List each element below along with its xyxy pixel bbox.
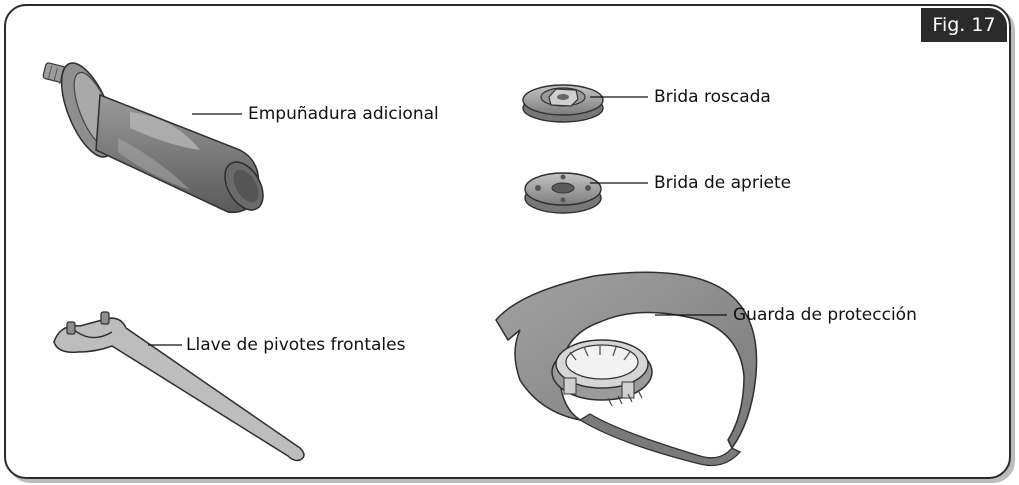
callout-clamping-flange: Brida de apriete <box>654 173 792 193</box>
figure-number-tab: Fig. 17 <box>921 8 1007 42</box>
protection-guard-drawing <box>495 271 758 467</box>
pin-wrench-drawing <box>53 311 305 462</box>
callout-pin-wrench: Llave de pivotes frontales <box>186 335 406 355</box>
clamping-flange-drawing <box>524 172 602 214</box>
callout-auxiliary-handle: Empuñadura adicional <box>248 104 439 124</box>
threaded-flange-drawing <box>522 84 604 123</box>
figure-frame <box>4 4 1011 479</box>
callout-threaded-flange: Brida roscada <box>654 87 771 107</box>
callout-guard: Guarda de protección <box>733 305 917 325</box>
auxiliary-handle-drawing <box>42 62 264 214</box>
frame-background <box>4 4 1011 479</box>
